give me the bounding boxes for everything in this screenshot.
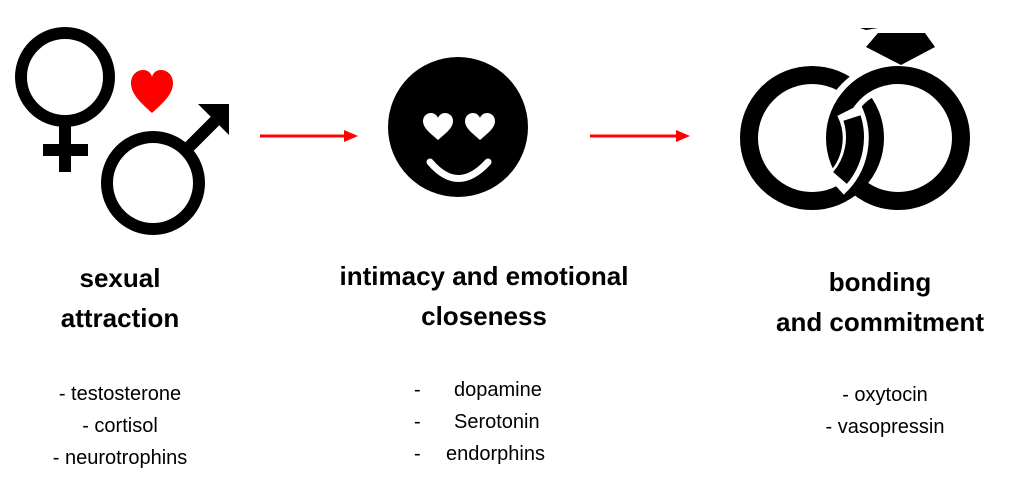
- title-line: sexual: [79, 263, 161, 293]
- stage-1-title: sexual attraction: [20, 258, 220, 338]
- bullet-dash: -: [414, 443, 421, 465]
- title-line: attraction: [60, 303, 180, 333]
- list-item-text: dopamine: [454, 379, 542, 401]
- list-item: - testosterone: [58, 383, 182, 405]
- stage-2-title: intimacy and emotional closeness: [304, 256, 664, 336]
- list-item: - vasopressin: [825, 416, 945, 438]
- male-symbol-icon: [101, 104, 229, 235]
- title-line: bonding: [828, 267, 932, 297]
- title-line: intimacy and emotional: [339, 261, 629, 291]
- female-symbol-icon: [15, 27, 115, 172]
- list-item: - oxytocin: [842, 384, 928, 406]
- bullet-dash: -: [414, 411, 421, 433]
- list-item-text: Serotonin: [454, 411, 540, 433]
- list-item-text: endorphins: [446, 443, 545, 465]
- title-line: closeness: [421, 301, 547, 331]
- heart-eyes-smiley-icon: [388, 57, 528, 197]
- arrow-2-icon: [590, 130, 690, 142]
- list-item: - Serotonin: [414, 406, 545, 438]
- stage-3-title: bonding and commitment: [740, 262, 1020, 342]
- list-item: - cortisol: [82, 415, 158, 437]
- title-line: and commitment: [775, 307, 985, 337]
- list-item: - dopamine: [414, 374, 545, 406]
- gender-symbols-with-heart-icon: [15, 27, 229, 235]
- stage-2-hormone-list: - dopamine - Serotonin - endorphins: [414, 374, 545, 470]
- arrow-1-icon: [260, 130, 358, 142]
- stage-3-hormone-list: - oxytocin - vasopressin: [785, 379, 985, 443]
- list-item: - neurotrophins: [52, 447, 188, 469]
- heart-icon: [131, 70, 173, 113]
- list-item: - endorphins: [414, 438, 545, 470]
- wedding-rings-icon: [740, 28, 976, 216]
- stage-1-hormone-list: - testosterone - cortisol - neurotrophin…: [20, 378, 220, 474]
- bullet-dash: -: [414, 379, 421, 401]
